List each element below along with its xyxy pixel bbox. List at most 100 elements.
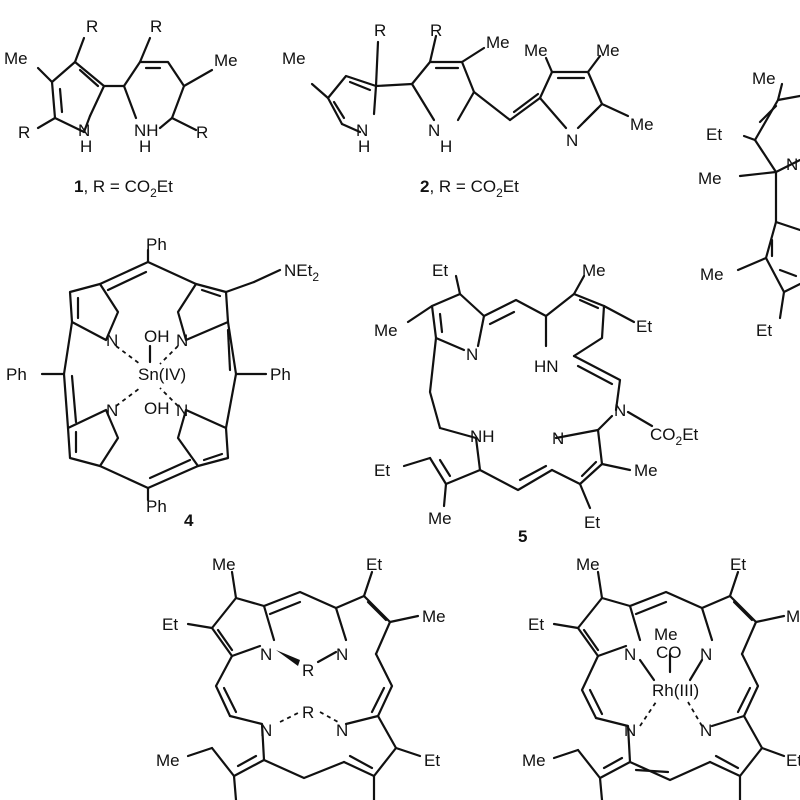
c5-co2et: CO2Et — [650, 425, 699, 448]
c7-meso-double — [634, 768, 670, 774]
c4-oh-bottom: OH — [144, 399, 170, 418]
c6-meso-double — [370, 686, 386, 714]
c1-bond — [82, 114, 92, 134]
c5-caption: 5 — [518, 527, 527, 546]
c7-pyrrole-tl — [576, 596, 632, 658]
c6-n-tr: N — [336, 645, 348, 664]
c6-bond — [316, 650, 338, 664]
compound-3-partial: Me Et Me N Me Et — [698, 69, 800, 340]
c4-meso-double — [106, 270, 148, 292]
c4-coord — [115, 345, 141, 365]
c2-n-a: N — [356, 121, 368, 140]
c5-bond — [406, 304, 434, 324]
c5-meso-top — [482, 298, 548, 318]
c4-pyrrole-bl — [66, 408, 120, 468]
c7-bond — [728, 570, 740, 598]
c2-me-a: Me — [282, 49, 306, 68]
c5-bond — [578, 482, 592, 510]
c1-bond — [36, 66, 54, 84]
c1-double — [78, 68, 100, 88]
c5-meso-double — [576, 364, 614, 386]
c7-coord — [639, 701, 657, 727]
c6-hash — [279, 711, 301, 723]
c5-nh: NH — [470, 427, 495, 446]
c4-ph-top: Ph — [146, 235, 167, 254]
c6-bond — [362, 570, 374, 598]
c5-double — [580, 460, 598, 478]
c5-bond — [600, 462, 632, 472]
c3-bond — [736, 256, 768, 272]
c3-bond — [738, 170, 778, 178]
c1-h-right: H — [139, 137, 151, 156]
c2-bond — [374, 40, 380, 88]
c1-nh-right: NH — [134, 121, 159, 140]
c2-ring-a — [326, 74, 378, 126]
c6-meso-double — [222, 686, 238, 714]
c5-meso-left — [428, 336, 442, 430]
c1-bond — [158, 116, 174, 130]
c5-meso-bottom — [478, 468, 554, 492]
c1-bond — [36, 116, 57, 130]
c2-ring-b — [410, 60, 476, 122]
c6-bond — [232, 774, 238, 800]
c6-meso-double — [268, 600, 302, 616]
c3-double — [758, 104, 778, 124]
c1-nh-left: N — [78, 121, 90, 140]
c2-double — [332, 100, 346, 120]
c3-bond — [774, 220, 800, 232]
c2-double — [348, 80, 372, 92]
c3-n-partial: N — [786, 155, 798, 174]
c7-double — [582, 628, 600, 652]
c2-bond — [538, 96, 568, 130]
c2-bond — [472, 90, 512, 122]
c5-pyrrole-tr — [544, 292, 606, 358]
c5-et-bl: Et — [374, 461, 390, 480]
c7-me-bl: Me — [522, 751, 546, 770]
c6-et-br: Et — [424, 751, 440, 770]
c5-bond — [476, 314, 486, 348]
c7-meso-double — [736, 686, 752, 714]
c5-bond — [596, 414, 614, 432]
c3-bond — [778, 290, 786, 320]
c1-bond — [73, 36, 86, 64]
c7-meso-double — [634, 600, 668, 616]
c6-meso-right — [374, 652, 394, 718]
c5-et-tl: Et — [432, 261, 448, 280]
c4-meso-left — [62, 320, 74, 430]
c2-double — [582, 106, 600, 124]
c7-double — [732, 600, 754, 622]
c7-double — [602, 756, 624, 770]
c2-methine — [508, 96, 542, 122]
c4-ph-left: Ph — [6, 365, 27, 384]
c3-bond — [776, 82, 784, 102]
c5-double — [438, 312, 444, 334]
c1-double — [58, 87, 64, 114]
c5-n-sub: N — [614, 401, 626, 420]
c7-bond — [552, 622, 580, 630]
c4-meso-top — [98, 260, 198, 286]
c1-r-bottom-left: R — [18, 123, 30, 142]
c5-bond — [602, 304, 636, 324]
c7-n-br: N — [700, 721, 712, 740]
compound-7-partial: Me Et Et Me N Me CO N Rh(III) N N Me Et — [522, 555, 800, 800]
c4-pyrrole-tr — [176, 282, 230, 342]
c7-bond-n — [688, 658, 704, 682]
c5-double — [438, 458, 452, 478]
c4-bond — [252, 268, 282, 284]
c3-me-top: Me — [752, 69, 776, 88]
c7-et-l: Et — [528, 615, 544, 634]
c4-pyrrole-br — [176, 408, 230, 468]
c4-n-br: N — [176, 401, 188, 420]
c6-bond — [388, 614, 420, 624]
c3-bond — [753, 138, 778, 174]
c2-me-c1: Me — [524, 41, 548, 60]
c7-et-br-partial: Et — [786, 751, 800, 770]
c7-bond — [760, 746, 786, 758]
c2-h-a: H — [358, 137, 370, 156]
c1-caption: 1, R = CO2Et — [74, 177, 173, 200]
c7-meso-right — [740, 652, 760, 718]
c6-wedge — [276, 650, 300, 666]
c2-me-c3: Me — [630, 115, 654, 134]
